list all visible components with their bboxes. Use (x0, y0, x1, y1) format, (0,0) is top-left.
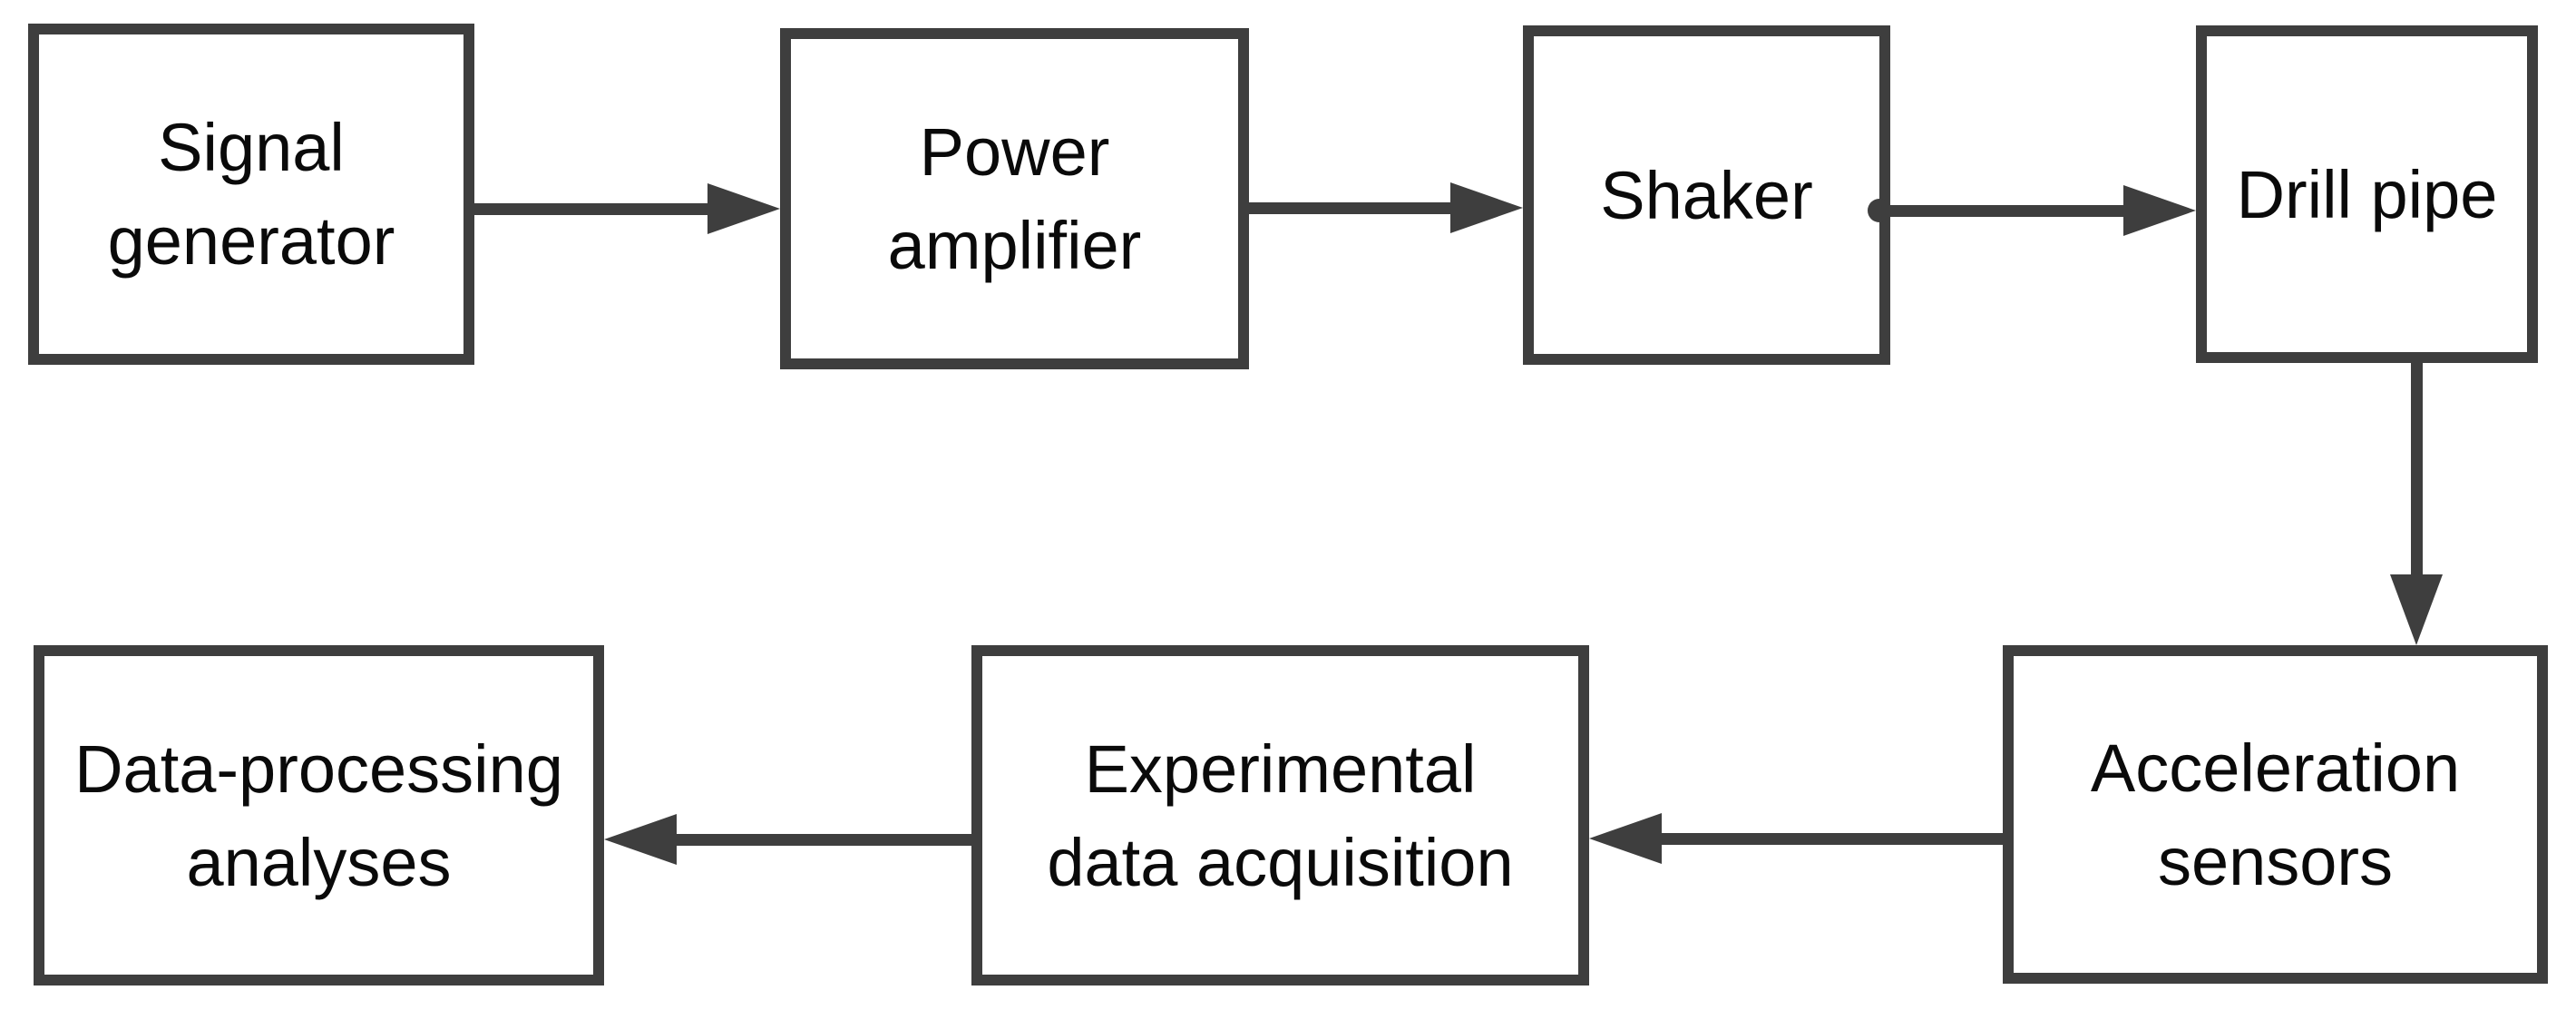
node-label-line: generator (107, 203, 395, 279)
arrow-power-to-shaker-shaft (1249, 202, 1450, 214)
arrow-shaker-to-drillpipe-shaft (1878, 205, 2123, 217)
node-signal-generator: Signal generator (28, 24, 474, 365)
arrow-daq-to-processing-shaft (677, 834, 971, 846)
arrow-signal-to-power-head-icon (707, 183, 780, 234)
node-label-line: sensors (2157, 823, 2394, 899)
arrow-signal-to-power-shaft (474, 203, 707, 215)
arrow-shaker-to-drillpipe-head-icon (2123, 185, 2196, 236)
node-label-line: Acceleration (2090, 730, 2461, 806)
node-label-line: analyses (186, 824, 452, 900)
node-acceleration-sensors: Acceleration sensors (2003, 645, 2548, 984)
node-drill-pipe: Drill pipe (2196, 25, 2538, 363)
node-power-amplifier: Power amplifier (780, 28, 1249, 369)
node-label-line: Drill pipe (2236, 156, 2498, 232)
arrow-drillpipe-to-sensors-shaft (2411, 363, 2423, 574)
node-label-line: Shaker (1600, 157, 1813, 233)
node-label-line: Power (919, 114, 1110, 190)
arrow-sensors-to-daq-shaft (1662, 833, 2003, 845)
arrow-sensors-to-daq-head-icon (1589, 813, 1662, 864)
node-experimental-data-acquisition: Experimental data acquisition (971, 645, 1589, 985)
node-data-processing-analyses: Data-processing analyses (34, 645, 604, 985)
arrow-drillpipe-to-sensors-head-icon (2390, 574, 2443, 645)
node-label-line: amplifier (887, 208, 1142, 283)
node-label-line: Experimental (1084, 731, 1477, 807)
arrow-power-to-shaker-head-icon (1450, 182, 1523, 233)
arrow-daq-to-processing-head-icon (604, 814, 677, 865)
node-shaker: Shaker (1523, 25, 1890, 365)
node-label-line: Signal (158, 110, 345, 185)
node-label-line: data acquisition (1047, 824, 1514, 900)
node-label-line: Data-processing (74, 731, 563, 807)
